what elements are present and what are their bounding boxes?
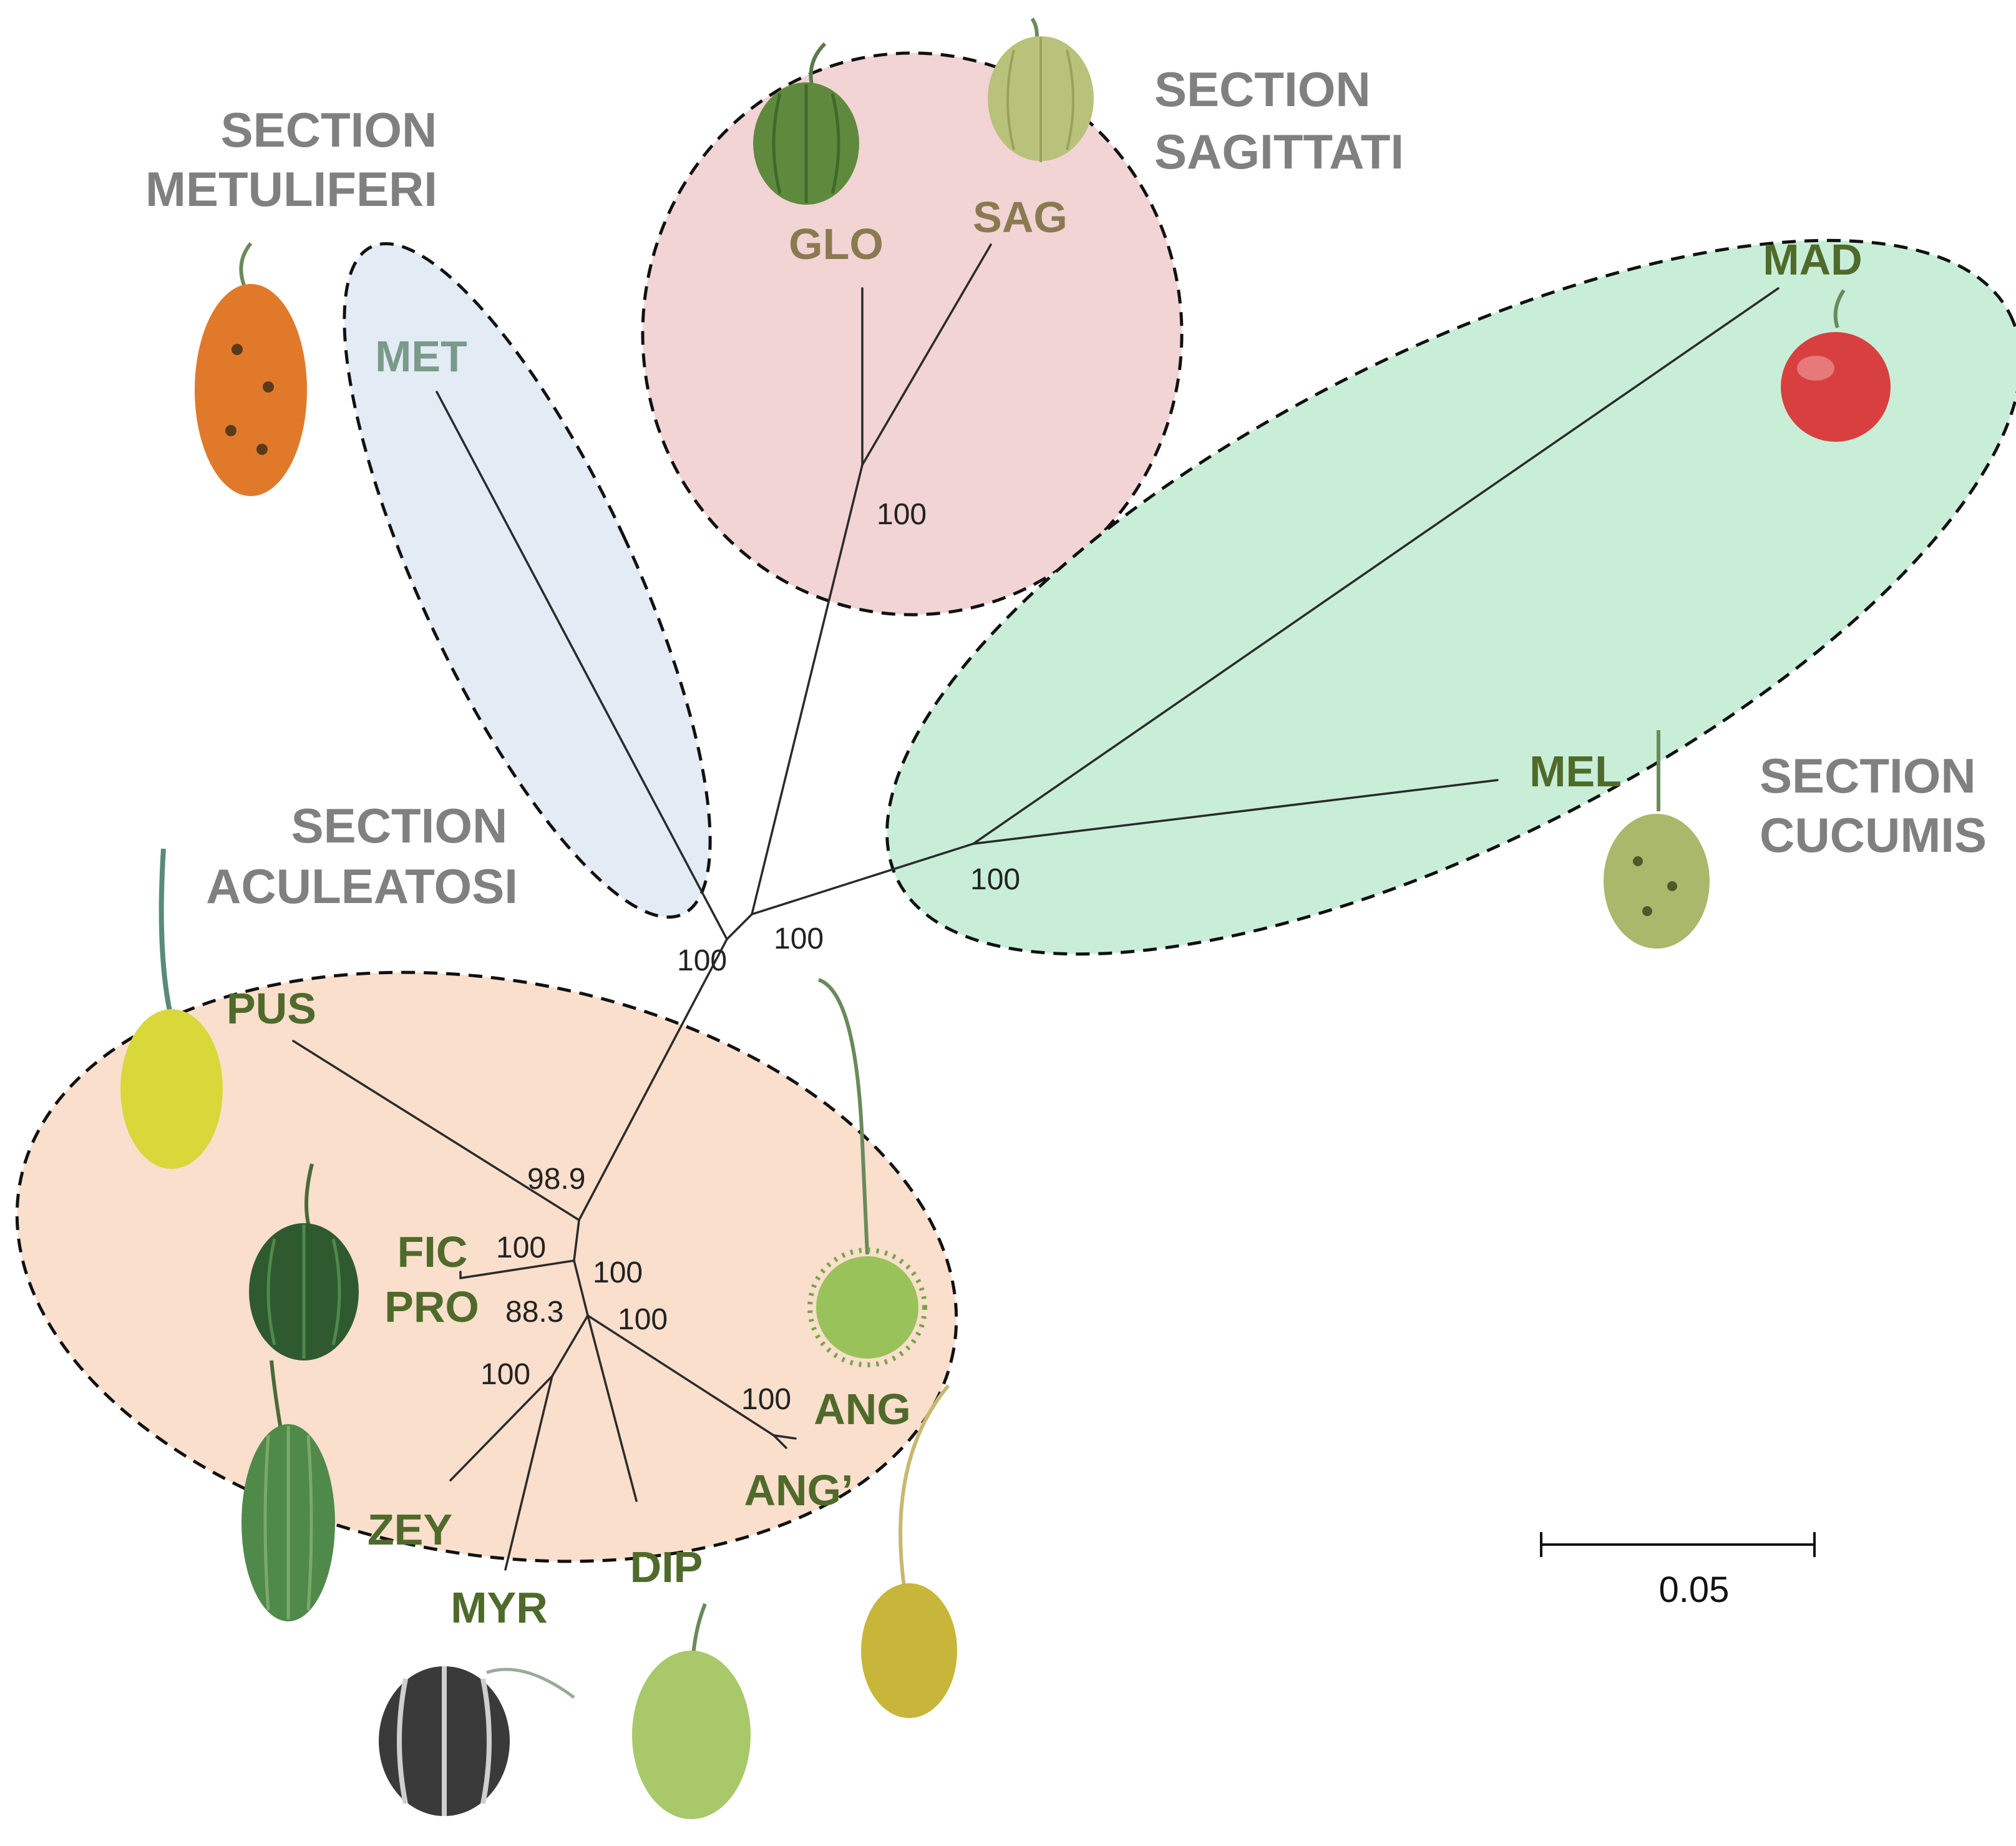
fruit-ang2-image	[861, 1384, 957, 1718]
branch-trunk-sagittati	[751, 464, 864, 916]
support-ang-clade: 100	[618, 1303, 668, 1336]
fruit-mel-image	[1604, 730, 1710, 949]
tree-branches	[292, 243, 1780, 1571]
taxon-zey: ZEY	[368, 1505, 452, 1554]
taxon-pus: PUS	[226, 984, 316, 1033]
branch-ang	[772, 1434, 797, 1440]
branch-myr	[504, 1375, 553, 1571]
taxon-fic: FIC	[397, 1228, 468, 1276]
taxon-mel: MEL	[1529, 747, 1622, 796]
support-root-left: 100	[677, 944, 727, 977]
branch-fic-stem	[459, 1259, 575, 1279]
branch-inner-b	[573, 1259, 589, 1317]
section-aculeatosi-label: SECTION ACULEATOSI	[206, 798, 518, 914]
svg-text:METULIFERI: METULIFERI	[145, 162, 437, 217]
taxon-mad: MAD	[1763, 235, 1862, 284]
fruit-zey-image	[241, 1360, 335, 1621]
fruit-images	[120, 17, 1891, 1819]
branch-zey	[449, 1375, 553, 1482]
taxon-dip: DIP	[630, 1543, 703, 1591]
branch-dip	[587, 1314, 638, 1502]
svg-text:SECTION: SECTION	[221, 102, 437, 157]
fruit-dip-image	[632, 1603, 751, 1819]
support-pro-node: 88.3	[505, 1296, 563, 1329]
support-inner: 100	[593, 1256, 643, 1289]
fruit-myr-image	[379, 1666, 575, 1816]
scale-bar-label: 0.05	[1659, 1570, 1730, 1610]
metuliferi-ellipse	[343, 242, 712, 919]
svg-text:ACULEATOSI: ACULEATOSI	[206, 859, 518, 914]
cucumis-ellipse	[885, 238, 2016, 956]
branch-ang-stem	[587, 1314, 775, 1437]
branch-sag	[861, 243, 992, 466]
branch-pus	[292, 1040, 580, 1221]
svg-text:SECTION: SECTION	[291, 798, 508, 853]
svg-text:SECTION: SECTION	[1760, 748, 1976, 803]
branch-trunk-aculeatosi	[578, 938, 728, 1221]
svg-text:SECTION: SECTION	[1154, 62, 1371, 117]
fruit-mad-image	[1781, 289, 1891, 442]
aculeatosi-ellipse	[15, 970, 958, 1563]
fruit-pus-image	[120, 848, 223, 1169]
support-cucumis: 100	[970, 863, 1020, 896]
fruit-glo-image	[753, 42, 859, 205]
branch-met	[436, 391, 728, 940]
branch-root-right	[751, 842, 975, 916]
branch-mel	[972, 779, 1499, 845]
fruit-fic-image	[249, 1163, 359, 1360]
section-sagittati-label: SECTION SAGITTATI	[1154, 62, 1404, 179]
section-metuliferi-label: SECTION METULIFERI	[145, 102, 437, 217]
taxon-glo: GLO	[789, 220, 884, 268]
svg-text:CUCUMIS: CUCUMIS	[1760, 808, 1987, 862]
branch-mad	[972, 287, 1780, 845]
fruit-ang-image	[807, 978, 927, 1367]
taxon-met: MET	[375, 332, 467, 381]
support-pus: 98.9	[527, 1163, 585, 1196]
section-cucumis-label: SECTION CUCUMIS	[1760, 748, 1987, 862]
support-ang-pair: 100	[741, 1383, 791, 1416]
fruit-sag-image	[988, 17, 1094, 162]
taxon-sag: SAG	[973, 193, 1068, 242]
branch-root-left	[726, 913, 753, 940]
support-zey-myr: 100	[480, 1358, 530, 1391]
support-sagittati: 100	[877, 498, 927, 531]
taxon-ang2: ANG’	[744, 1466, 854, 1515]
branch-zeymyr-stem	[551, 1314, 589, 1377]
svg-text:SAGITTATI: SAGITTATI	[1154, 124, 1404, 179]
fruit-met-image	[195, 242, 307, 496]
taxon-myr: MYR	[450, 1583, 548, 1632]
taxon-ang: ANG	[814, 1385, 911, 1433]
branch-inner-a	[573, 1219, 580, 1262]
branch-ang2	[772, 1434, 787, 1449]
support-fic-pro: 100	[496, 1231, 546, 1264]
taxon-pro: PRO	[384, 1282, 479, 1331]
scale-bar: 0.05	[1540, 1532, 1816, 1610]
support-root-right: 100	[774, 922, 824, 955]
